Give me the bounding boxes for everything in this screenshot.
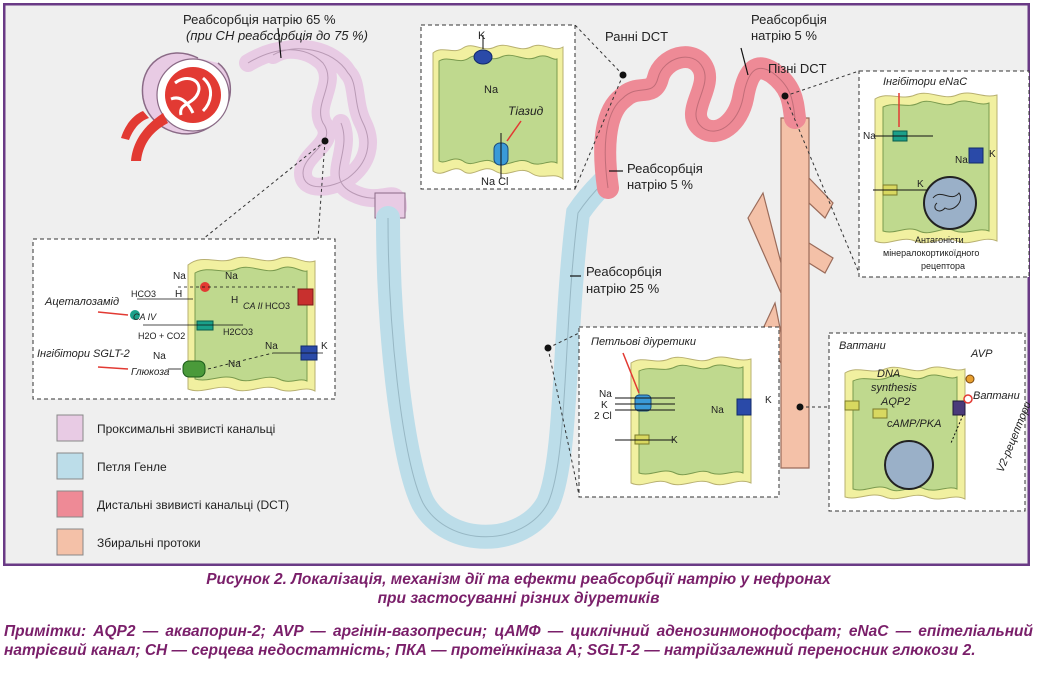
proximal-na-right: Na	[265, 341, 278, 352]
enac-title: Інгібітори eNaC	[883, 76, 967, 88]
proximal-glucose: Глюкоза	[131, 367, 170, 378]
inset-thiazide: K Na Тіазид Na Cl	[420, 24, 576, 190]
inset-loop: Петльові діуретики Na K 2 Cl Na K K	[578, 326, 780, 498]
early-dct-reabsorption-label-2: натрію 5 %	[627, 177, 693, 192]
late-dct-label: Пізні DCT	[768, 61, 827, 76]
enac-k-mid: K	[917, 179, 924, 190]
thiazide-title: Тіазид	[508, 104, 544, 118]
inset-proximal: Na Na HCO3 H Ацеталозамід CA IV H CA II …	[32, 238, 336, 400]
vaptan-vaptans: Ваптани	[973, 390, 1020, 402]
legend-swatch-dct	[56, 490, 84, 518]
thiazide-na-cl: Na Cl	[481, 176, 509, 188]
connector-lines	[202, 24, 860, 496]
proximal-na-low: Na	[153, 351, 166, 362]
proximal-hco3-right: HCO3	[265, 301, 290, 311]
proximal-ca-ii: CA II	[243, 301, 263, 311]
loop-of-henle	[376, 171, 615, 549]
enac-antag-3: рецептора	[921, 261, 965, 271]
loop-k-right: K	[765, 395, 772, 406]
vaptan-dna-3: AQP2	[880, 396, 910, 408]
figure-caption-line-2: при застосуванні різних діуретиків	[377, 590, 660, 607]
loop-reabsorption-label-2: натрію 25 %	[586, 281, 660, 296]
proximal-h-left: H	[175, 289, 182, 300]
enac-na-right: Na	[955, 155, 968, 166]
proximal-k: K	[321, 341, 328, 352]
dct-reabsorption-label-2: натрію 5 %	[751, 28, 817, 43]
proximal-na-mid: Na	[225, 271, 238, 282]
loop-k-bottom: K	[671, 435, 678, 446]
loop-na: Na	[599, 389, 612, 400]
loop-reabsorption-label-1: Реабсорбція	[586, 264, 662, 279]
proximal-h-mid: H	[231, 295, 238, 306]
vaptan-title: Ваптани	[839, 340, 886, 352]
distal-tubule	[594, 46, 806, 199]
loop-title: Петльові діуретики	[591, 336, 696, 348]
proximal-h2co3: H2CO3	[223, 327, 253, 337]
enac-antag-2: мінералокортикоїдного	[883, 248, 979, 258]
vaptan-dna-2: synthesis	[871, 382, 917, 394]
dct-reabsorption-label-1: Реабсорбція	[751, 12, 827, 27]
sglt2-label: Інгібітори SGLT-2	[37, 348, 130, 360]
glomerulus	[121, 52, 232, 161]
legend-label-dct: Дистальні звивисті канальці (DCT)	[97, 498, 289, 512]
proximal-na-top: Na	[173, 271, 186, 282]
proximal-reabsorption-label: Реабсорбція натрію 65 %	[183, 12, 336, 27]
proximal-reabsorption-hf-label: (при СН реабсорбція до 75 %)	[186, 28, 368, 43]
enac-antag-1: Антагоністи	[915, 235, 964, 245]
collecting-duct	[747, 117, 834, 469]
figure-notes: Примітки: AQP2 — аквапорин-2; AVP — аргі…	[4, 623, 1033, 659]
proximal-h2o-co2: H2O + CO2	[138, 331, 185, 341]
enac-k-top: K	[989, 149, 996, 160]
inset-vaptans: Ваптани AVP DNA synthesis AQP2 Ваптани c…	[828, 332, 1030, 512]
legend: Проксимальні звивисті канальці Петля Ген…	[56, 414, 289, 556]
proximal-ca-iv: CA IV	[133, 312, 157, 322]
nephron-diagram: Реабсорбція натрію 65 % (при СН реабсорб…	[3, 3, 1030, 566]
vaptan-dna-1: DNA	[877, 368, 900, 380]
figure-caption-line-1: Рисунок 2. Локалізація, механізм дії та …	[206, 571, 831, 588]
vaptan-avp: AVP	[970, 348, 993, 360]
early-dct-label: Ранні DCT	[605, 29, 668, 44]
inset-enac: Інгібітори eNaC Na Na K K Антагоністи мі…	[858, 70, 1030, 278]
proximal-hco3-left: HCO3	[131, 289, 156, 299]
thiazide-na: Na	[484, 84, 499, 96]
enac-na-left: Na	[863, 131, 876, 142]
thiazide-k: K	[478, 30, 486, 42]
early-dct-reabsorption-label-1: Реабсорбція	[627, 161, 703, 176]
loop-cl: 2 Cl	[594, 411, 612, 422]
legend-swatch-loop	[56, 452, 84, 480]
legend-label-proximal: Проксимальні звивисті канальці	[97, 422, 275, 436]
legend-swatch-proximal	[56, 414, 84, 442]
legend-swatch-collecting	[56, 528, 84, 556]
legend-label-loop: Петля Генле	[97, 460, 167, 474]
loop-k: K	[601, 400, 608, 411]
loop-na-right: Na	[711, 405, 724, 416]
legend-label-collecting: Збиральні протоки	[97, 536, 201, 550]
acetazolamide-label: Ацеталозамід	[44, 296, 119, 308]
connector-dots	[321, 71, 804, 411]
vaptan-camp: cAMP/PKA	[887, 418, 941, 430]
proximal-na-bottom: Na	[228, 359, 241, 370]
